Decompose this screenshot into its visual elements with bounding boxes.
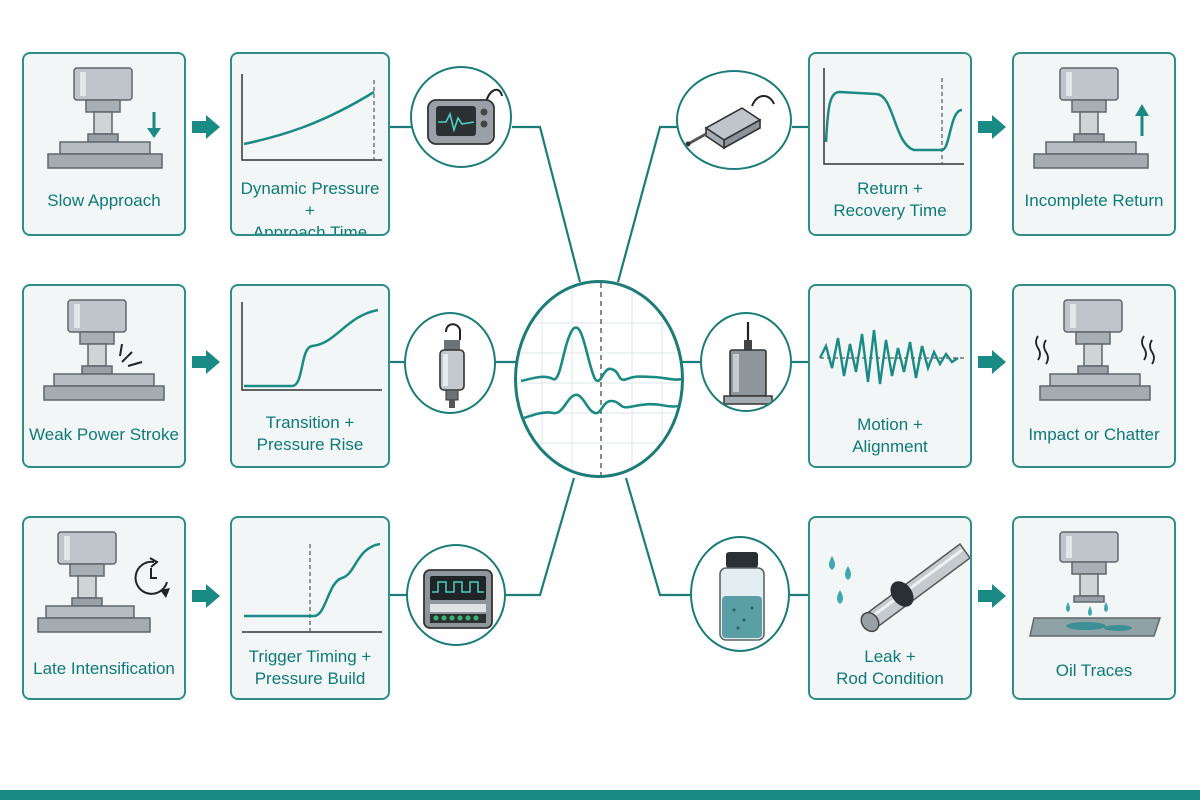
measurement-label: Leak + Rod Condition [836, 647, 944, 688]
symptom-card-oil-traces: Oil Traces [1012, 516, 1176, 700]
arrow-right-icon [978, 350, 1006, 374]
symptom-card-slow-approach: Slow Approach [22, 52, 186, 236]
press-oil-leak-icon [1029, 531, 1162, 637]
central-oscilloscope-waveform-icon [517, 283, 681, 475]
data-logger-icon [423, 569, 493, 629]
central-hub-circle [514, 280, 684, 478]
accelerometer-icon [723, 322, 773, 405]
symptom-label: Late Intensification [33, 659, 175, 678]
measurement-label: Trigger Timing + Pressure Build [248, 647, 372, 688]
press-vibration-icon [1035, 299, 1155, 401]
delayed-rise-graph [242, 542, 382, 633]
symptom-card-incomplete-return: Incomplete Return [1012, 52, 1176, 236]
instrument-circle-oscilloscope [410, 66, 512, 168]
measurement-label: Motion + Alignment [852, 415, 928, 456]
measurement-label: Return + Recovery Time [833, 179, 947, 220]
symptom-label: Incomplete Return [1024, 191, 1164, 210]
bottom-accent-bar [0, 790, 1200, 800]
press-clock-icon [37, 531, 170, 633]
instrument-circle-transducer [404, 312, 496, 414]
symptom-label: Impact or Chatter [1028, 425, 1160, 444]
symptom-label: Weak Power Stroke [29, 425, 179, 444]
connector-line-hub-left-bot [506, 477, 576, 597]
step-rise-graph [241, 302, 382, 391]
arrow-right-icon [192, 584, 220, 608]
arrow-right-icon [192, 350, 220, 374]
symptom-card-impact-chatter: Impact or Chatter [1012, 284, 1176, 468]
instrument-circle-oil-sample [690, 536, 790, 652]
pressure-transducer-icon [439, 323, 465, 408]
vibration-wave-graph [818, 329, 966, 385]
press-down-arrow-icon [47, 67, 163, 169]
rod-droplets-graph [829, 542, 970, 633]
arrow-right-icon [978, 584, 1006, 608]
measurement-card-leak-rod: Leak + Rod Condition [808, 516, 972, 700]
instrument-circle-accelerometer [700, 312, 792, 412]
symptom-card-weak-power-stroke: Weak Power Stroke [22, 284, 186, 468]
symptom-card-late-intensification: Late Intensification [22, 516, 186, 700]
press-spark-icon [43, 299, 165, 401]
handheld-oscilloscope-icon [427, 88, 503, 145]
oil-sample-bottle-icon [719, 552, 765, 641]
symptom-label: Oil Traces [1055, 661, 1133, 680]
instrument-circle-position-sensor [676, 70, 792, 170]
linear-position-sensor-icon [685, 95, 775, 150]
rising-curve-graph [241, 74, 382, 161]
measurement-card-motion-alignment: Motion + Alignment [808, 284, 972, 468]
measurement-card-dynamic-pressure: Dynamic Pressure + Approach Time [230, 52, 390, 236]
connector-line-hub-left-top [512, 125, 582, 283]
measurement-label: Dynamic Pressure + Approach Time [240, 179, 380, 236]
instrument-circle-data-logger [406, 544, 506, 646]
connector-line-hub-right-bot [624, 477, 690, 597]
arrow-right-icon [192, 115, 220, 139]
connector-line-hub-right-top [616, 125, 678, 283]
symptom-label: Slow Approach [47, 191, 161, 210]
press-up-arrow-icon [1033, 67, 1149, 169]
arrow-right-icon [978, 115, 1006, 139]
measurement-card-trigger-timing: Trigger Timing + Pressure Build [230, 516, 390, 700]
measurement-card-return-recovery: Return + Recovery Time [808, 52, 972, 236]
measurement-label: Transition + Pressure Rise [256, 413, 364, 454]
measurement-card-transition: Transition + Pressure Rise [230, 284, 390, 468]
return-curve-graph [823, 68, 964, 165]
